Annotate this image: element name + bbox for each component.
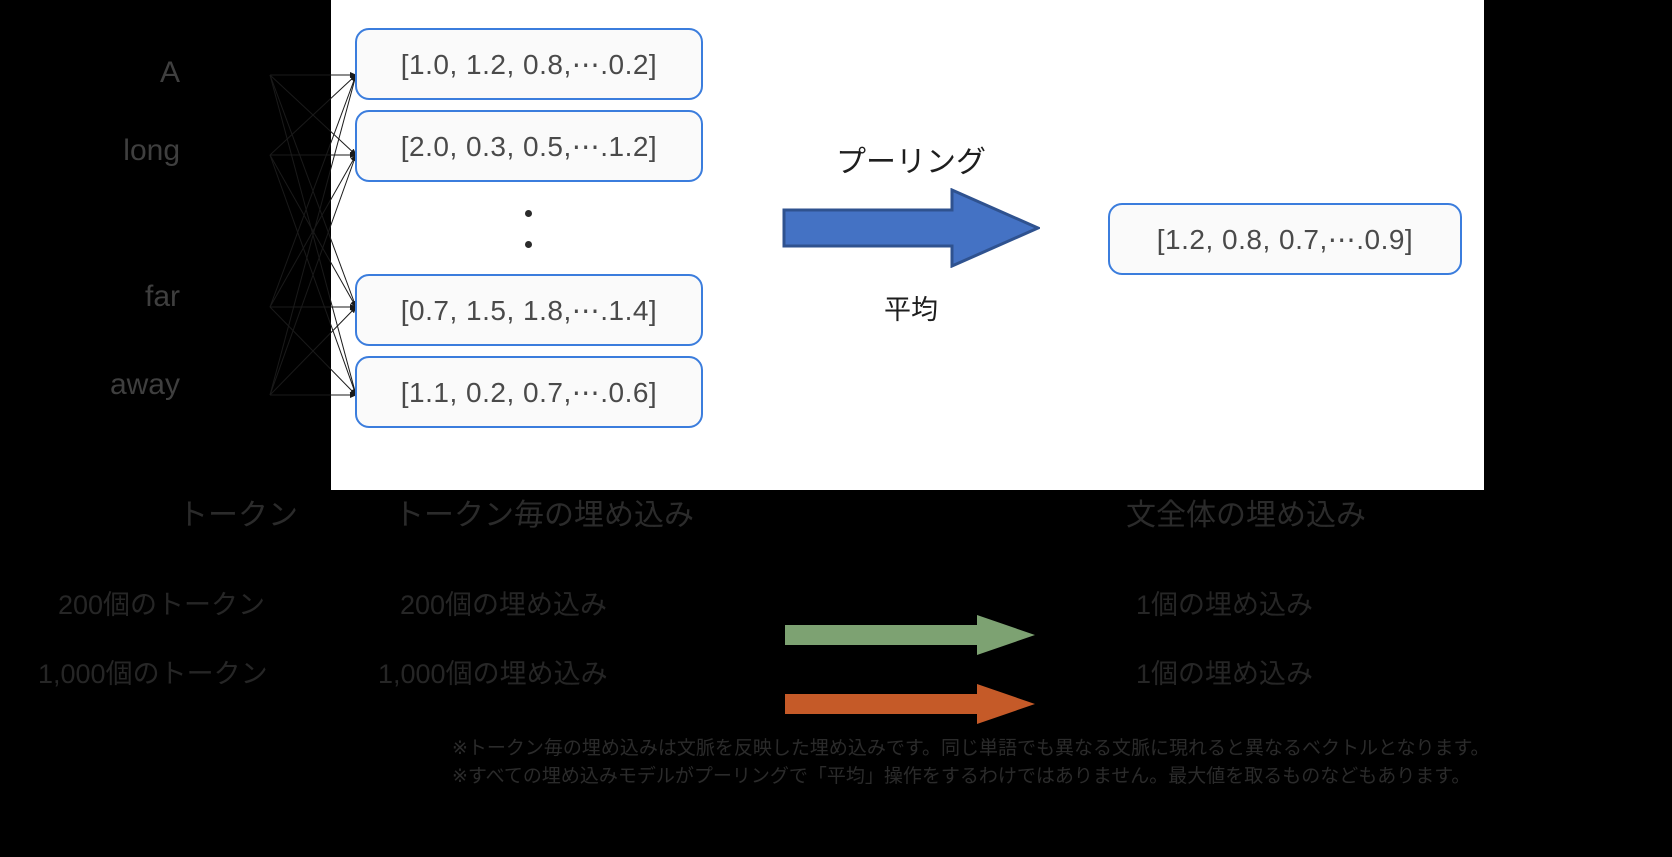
- caption-tokens: トークン: [178, 499, 298, 532]
- caption-sentence-embedding: 文全体の埋め込み: [1126, 499, 1366, 532]
- footnote-0: ※トークン毎の埋め込みは文脈を反映した埋め込みです。同じ単語でも異なる文脈に現れ…: [452, 738, 1490, 759]
- comparison-row-1-tokens: 1,000個のトークン: [38, 659, 268, 689]
- vertical-ellipsis-icon: [521, 210, 535, 270]
- comparison-row-0-arrow-icon: [785, 615, 1035, 655]
- token-to-embedding-connections: [269, 72, 358, 398]
- comparison-row-1-arrow-icon: [785, 684, 1035, 724]
- token-word-0: A: [159, 56, 180, 89]
- token-word-1: long: [123, 134, 180, 167]
- average-label: 平均: [884, 295, 938, 325]
- comparison-row-0-result: 1個の埋め込み: [1136, 590, 1314, 620]
- pooling-label: プーリング: [836, 146, 986, 179]
- token-embedding-box-0: [1.0, 1.2, 0.8,⋯.0.2]: [355, 28, 703, 100]
- footnote-1: ※すべての埋め込みモデルがプーリングで「平均」操作をするわけではありません。最大…: [452, 765, 1471, 787]
- comparison-row-0-tokens: 200個のトークン: [58, 590, 266, 620]
- token-embedding-box-1: [2.0, 0.3, 0.5,⋯.1.2]: [355, 110, 703, 182]
- pooling-arrow-icon: [782, 188, 1040, 268]
- comparison-row-0-embeddings: 200個の埋め込み: [400, 590, 608, 620]
- sentence-embedding-box: [1.2, 0.8, 0.7,⋯.0.9]: [1108, 203, 1462, 275]
- token-embedding-box-3: [1.1, 0.2, 0.7,⋯.0.6]: [355, 356, 703, 428]
- token-word-2: far: [144, 280, 180, 313]
- token-word-3: away: [109, 368, 180, 401]
- comparison-row-1-embeddings: 1,000個の埋め込み: [378, 659, 608, 689]
- caption-token-embeddings: トークン毎の埋め込み: [394, 499, 694, 532]
- footnotes: ※トークン毎の埋め込みは文脈を反映した埋め込みです。同じ単語でも異なる文脈に現れ…: [452, 735, 1602, 790]
- token-embedding-box-2: [0.7, 1.5, 1.8,⋯.1.4]: [355, 274, 703, 346]
- comparison-row-1-result: 1個の埋め込み: [1136, 659, 1314, 689]
